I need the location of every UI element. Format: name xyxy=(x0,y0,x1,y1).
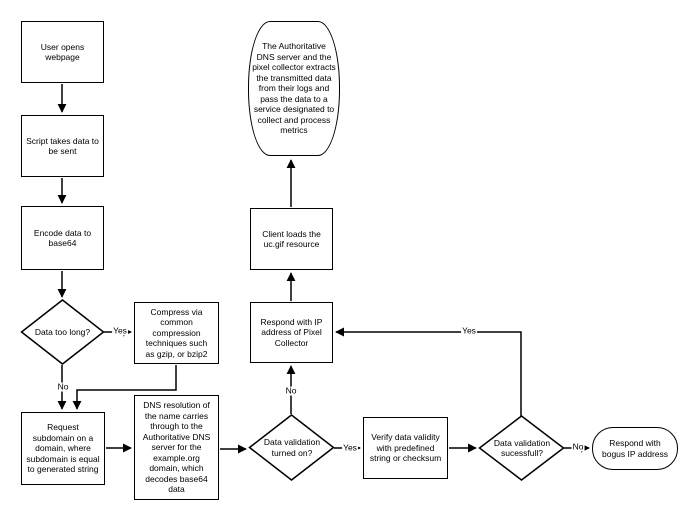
edge-label-validation-on-yes: Yes xyxy=(342,442,358,453)
node-compress: Compress via common compression techniqu… xyxy=(134,302,219,364)
node-client-loads-ucgif: Client loads the uc.gif resource xyxy=(250,208,333,270)
node-encode-base64: Encode data to base64 xyxy=(21,206,104,270)
edge-label-too-long-no: No xyxy=(56,381,70,392)
decision-data-too-long-text: Data too long? xyxy=(22,300,103,364)
decision-validation-successful-label: Data validation sucessfull? xyxy=(493,437,551,459)
node-collector-process-metrics: The Authoritative DNS server and the pix… xyxy=(248,21,340,156)
edge-label-validation-success-yes: Yes xyxy=(461,325,477,336)
edge-label-validation-success-no: No xyxy=(571,441,585,452)
node-user-opens-webpage: User opens webpage xyxy=(21,21,104,83)
decision-validation-turned-on-text: Data validation turned on? xyxy=(252,415,332,480)
node-verify-validity-label: Verify data validity with predefined str… xyxy=(369,432,442,464)
node-respond-pixel-collector: Respond with IP address of Pixel Collect… xyxy=(250,302,333,363)
decision-validation-successful xyxy=(478,415,565,481)
decision-validation-turned-on xyxy=(248,414,335,481)
node-collector-process-metrics-label: The Authoritative DNS server and the pix… xyxy=(252,41,336,136)
node-script-takes-data-label: Script takes data to be sent xyxy=(26,135,99,157)
decision-data-too-long xyxy=(20,299,105,365)
decision-validation-turned-on-label: Data validation turned on? xyxy=(263,437,321,458)
node-compress-label: Compress via common compression techniqu… xyxy=(145,306,208,359)
node-respond-bogus-ip-label: Respond with bogus IP address xyxy=(602,438,668,459)
node-client-loads-ucgif-label: Client loads the uc.gif resource xyxy=(262,228,321,250)
node-verify-validity: Verify data validity with predefined str… xyxy=(363,417,448,479)
edge-label-validation-on-no: No xyxy=(284,385,298,396)
node-script-takes-data: Script takes data to be sent xyxy=(21,115,104,177)
node-request-subdomain: Request subdomain on a domain, where sub… xyxy=(21,412,105,485)
node-dns-resolution: DNS resolution of the name carries throu… xyxy=(134,395,219,500)
decision-data-too-long-label: Data too long? xyxy=(34,326,91,337)
arrow-success-yes-to-respondpixel xyxy=(335,327,522,416)
node-request-subdomain-label: Request subdomain on a domain, where sub… xyxy=(26,422,100,475)
node-encode-base64-label: Encode data to base64 xyxy=(33,227,92,249)
node-dns-resolution-label: DNS resolution of the name carries throu… xyxy=(142,400,211,495)
node-respond-bogus-ip: Respond with bogus IP address xyxy=(592,427,678,470)
node-respond-pixel-collector-label: Respond with IP address of Pixel Collect… xyxy=(260,316,323,348)
arrow-compress-to-request xyxy=(72,365,177,410)
decision-validation-successful-text: Data validation sucessfull? xyxy=(482,416,562,480)
node-user-opens-webpage-label: User opens webpage xyxy=(40,41,85,63)
edge-label-too-long-yes: Yes xyxy=(112,325,128,336)
